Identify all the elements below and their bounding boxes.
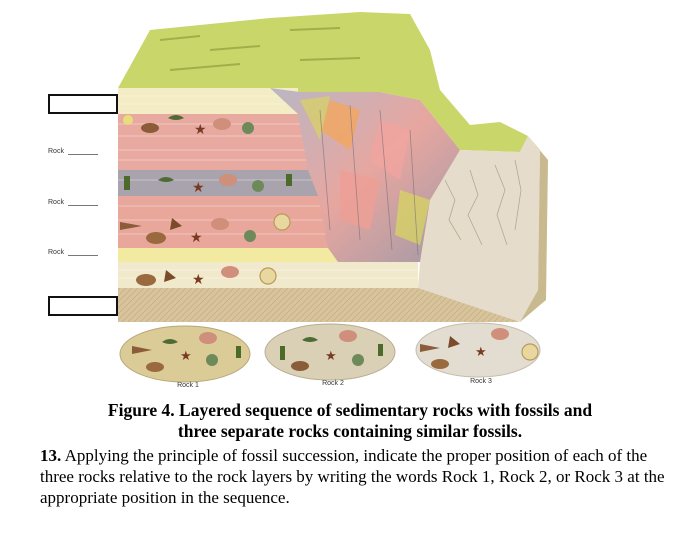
layer-yellow bbox=[118, 248, 338, 262]
answer-box-bottom[interactable] bbox=[48, 296, 118, 316]
svg-text:★: ★ bbox=[190, 230, 203, 246]
rock-sample-3: ★ bbox=[415, 322, 541, 378]
layer-cream-top bbox=[118, 88, 298, 114]
side-label-rock-3: Rock bbox=[48, 249, 64, 256]
svg-text:★: ★ bbox=[325, 349, 337, 364]
caption-line-1: Figure 4. Layered sequence of sedimentar… bbox=[107, 400, 593, 420]
grass-surface bbox=[118, 12, 528, 152]
svg-text:★: ★ bbox=[180, 349, 192, 364]
svg-text:★: ★ bbox=[475, 345, 487, 360]
side-label-rock-2: Rock bbox=[48, 199, 64, 206]
svg-text:★: ★ bbox=[192, 272, 205, 288]
side-label-rock-1: Rock bbox=[48, 148, 64, 155]
lower-right-block bbox=[418, 136, 540, 322]
block-diagram: ★ ★ ★ ★ ★ bbox=[118, 12, 548, 383]
svg-text:★: ★ bbox=[192, 180, 205, 196]
leader-line-2 bbox=[68, 205, 98, 206]
leader-line-1 bbox=[68, 154, 98, 155]
stratigraphy-figure: ★ ★ ★ ★ ★ bbox=[48, 12, 548, 389]
question-number: 13. bbox=[40, 446, 62, 465]
rock-1-label: Rock 1 bbox=[177, 382, 199, 389]
rock-sample-2: ★ bbox=[264, 323, 396, 381]
leader-line-3 bbox=[68, 255, 98, 256]
figure-caption: Figure 4. Layered sequence of sedimentar… bbox=[30, 400, 670, 442]
answer-box-top[interactable] bbox=[48, 94, 118, 114]
rock-2-label: Rock 2 bbox=[322, 380, 344, 387]
layer-pink-1 bbox=[118, 114, 308, 170]
layer-gray bbox=[118, 170, 318, 196]
question-13: 13. Applying the principle of fossil suc… bbox=[40, 445, 670, 508]
rock-sample-1: ★ bbox=[119, 325, 251, 383]
layer-fossils: ★ ★ ★ ★ bbox=[120, 115, 292, 288]
rock-3-label: Rock 3 bbox=[470, 378, 492, 385]
caption-line-2: three separate rocks containing similar … bbox=[177, 421, 523, 441]
svg-text:★: ★ bbox=[194, 122, 207, 138]
question-text: Applying the principle of fossil success… bbox=[40, 446, 665, 507]
